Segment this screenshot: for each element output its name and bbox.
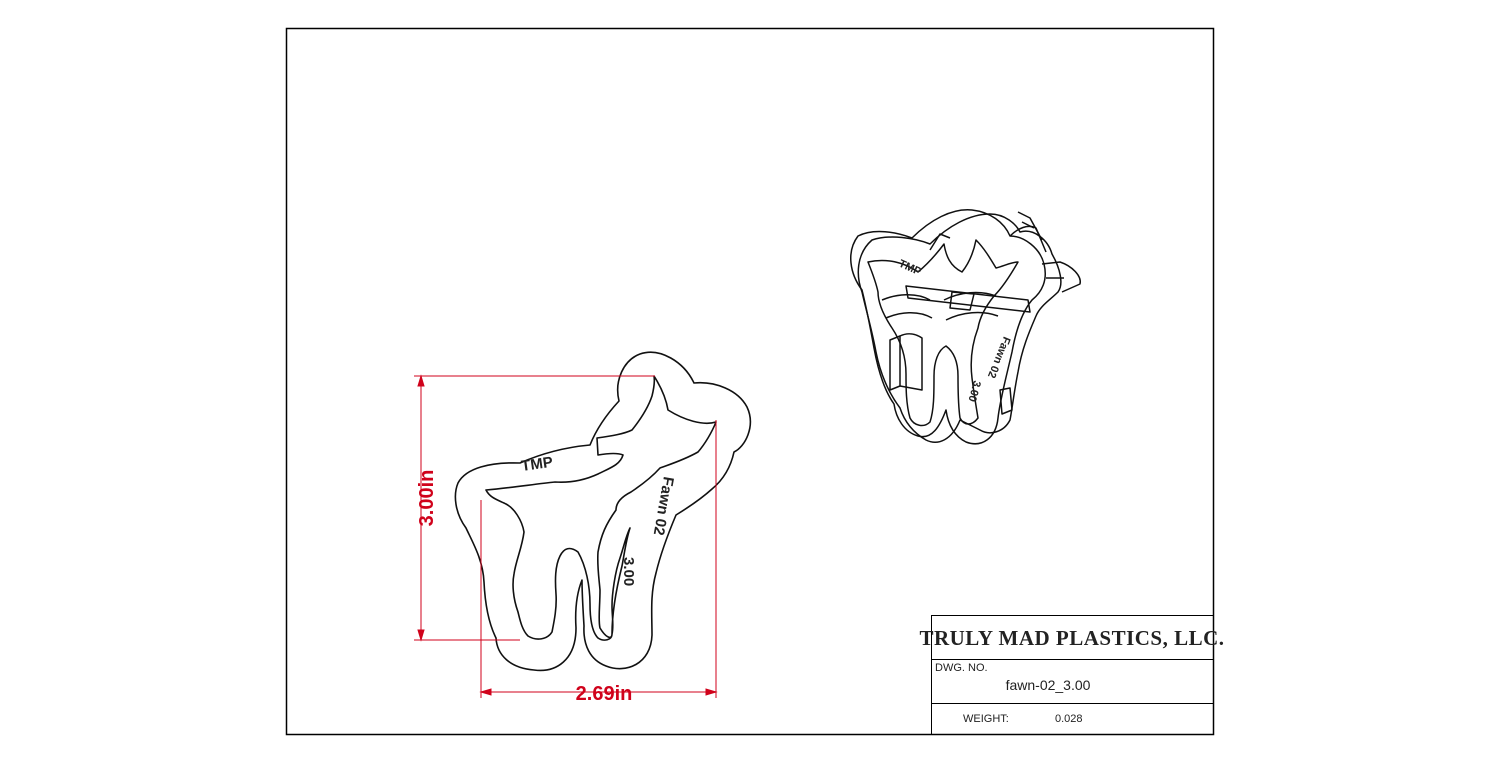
dimension-width-label: 2.69in bbox=[576, 683, 633, 705]
emboss-size-front: 3.00 bbox=[620, 557, 637, 586]
sheet-border bbox=[285, 27, 1215, 736]
cutter-outer-outline bbox=[454, 351, 752, 672]
iso-front-outline bbox=[850, 209, 1046, 445]
isometric-view bbox=[850, 209, 1081, 445]
weight-value: 0.028 bbox=[1055, 713, 1083, 725]
emboss-brand-front: TMP bbox=[520, 454, 554, 475]
weight-label: WEIGHT: bbox=[963, 713, 1009, 725]
emboss-name-front: Fawn 02 bbox=[650, 475, 677, 536]
dwg-no-value: fawn-02_3.00 bbox=[1006, 677, 1091, 693]
dimension-lines bbox=[414, 374, 718, 698]
emboss-size-iso: 3.00 bbox=[966, 379, 983, 403]
title-block bbox=[931, 615, 1214, 735]
emboss-name-iso: Fawn 02 bbox=[985, 335, 1012, 380]
emboss-brand-iso: TMP bbox=[897, 258, 923, 278]
dwg-no-label: DWG. NO. bbox=[935, 662, 988, 674]
cutter-inner-outline bbox=[485, 375, 717, 641]
front-view bbox=[454, 351, 752, 672]
company-name: TRULY MAD PLASTICS, LLC. bbox=[919, 626, 1224, 650]
dimension-height-label: 3.00in bbox=[416, 470, 438, 527]
